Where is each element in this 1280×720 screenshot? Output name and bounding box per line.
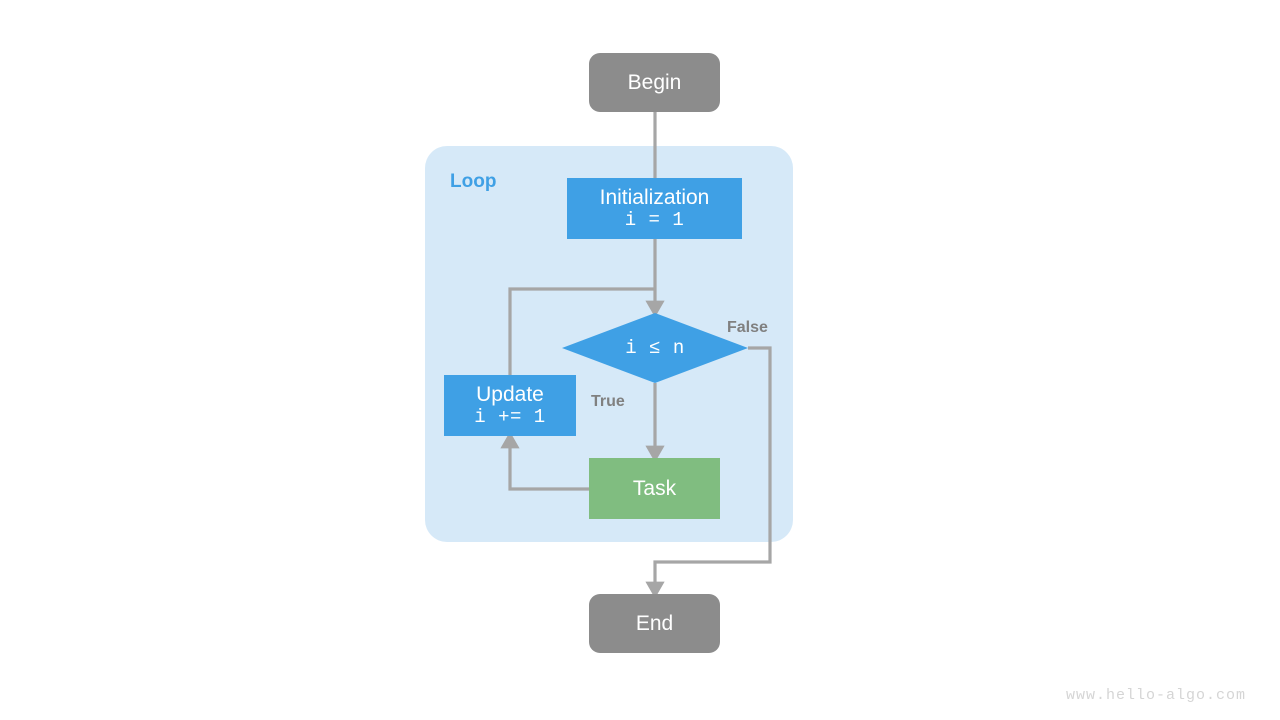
- node-initialization-title: Initialization: [599, 186, 710, 210]
- node-end[interactable]: End: [589, 594, 720, 653]
- edge-label-false: False: [727, 319, 768, 336]
- node-condition-code: i ≤ n: [625, 337, 685, 359]
- edge-label-true: True: [591, 393, 625, 410]
- node-task-title: Task: [632, 476, 677, 500]
- edge-update-to-condition: [508, 287, 655, 375]
- edge-condition-false-to-end: [645, 346, 772, 599]
- node-update-title: Update: [476, 383, 544, 407]
- watermark: www.hello-algo.com: [1065, 687, 1246, 704]
- diamond-shape: [562, 313, 748, 383]
- edge-task-to-update: [500, 431, 589, 491]
- node-initialization[interactable]: Initialization i = 1: [567, 178, 742, 239]
- node-task[interactable]: Task: [589, 458, 720, 519]
- node-end-title: End: [635, 611, 674, 635]
- node-update-code: i += 1: [474, 405, 546, 428]
- loop-group-label: Loop: [450, 171, 497, 192]
- node-begin-title: Begin: [627, 70, 682, 94]
- node-initialization-code: i = 1: [624, 208, 685, 231]
- node-begin[interactable]: Begin: [589, 53, 720, 112]
- node-condition[interactable]: i ≤ n: [562, 313, 748, 383]
- node-update[interactable]: Update i += 1: [444, 375, 576, 436]
